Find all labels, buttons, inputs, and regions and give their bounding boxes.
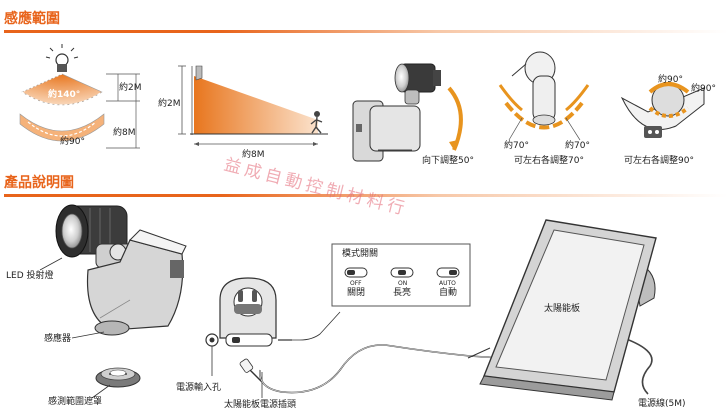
lr90-right-label: 約90° [691,84,716,94]
solar-panel-label: 太陽能板 [544,304,581,314]
angle-90-label: 約90° [60,137,85,147]
led-lamp-label: LED 投射燈 [6,271,54,281]
sensor-cover-leader [91,384,111,399]
sensing-range-title: 感應範圍 [4,11,60,27]
lamp-body-illustration [86,229,187,336]
mode-switch-toggles [344,267,460,278]
sensor-leader [71,331,105,339]
power-cable-line [259,344,501,394]
sensing-range-side-view [178,65,328,146]
product-diagram-title-bar [4,194,728,197]
height-2m-label-a: 約2M [119,83,142,93]
mode-off-label: 關閉 [347,288,366,298]
sensor-cover-illustration [95,367,141,388]
sensing-range-title-bar [4,30,728,33]
led-lamp-leader [39,257,63,271]
distance-8m-label-b: 約8M [242,150,265,160]
distance-8m-label-a: 約8M [113,128,136,138]
mode-switch-title: 模式開關 [342,249,379,259]
mode-on-label: 長亮 [393,288,412,298]
mode-off-top: OFF [350,280,362,287]
adjust-lr90-view [620,82,705,138]
lr70-left-label: 約70° [504,141,529,151]
power-cable-label: 電源線(5M) [638,399,686,409]
mode-switch-leader [278,311,341,341]
sensor-cover-label: 感測範圍遮罩 [48,397,103,407]
solar-plug-label: 太陽能板電源插頭 [224,400,297,410]
panel-cable-line [617,335,653,395]
lr70-right-label: 約70° [565,141,590,151]
lr90-caption: 可左右各調整90° [624,156,694,166]
lr90-left-label: 約90° [658,75,683,85]
adjust-lr70-view [498,51,590,141]
back-plate-illustration [205,277,292,383]
angle-140-label: 約140° [48,90,81,100]
sensor-label: 感應器 [44,334,72,344]
solar-panel-illustration [467,219,657,401]
lr70-caption: 可左右各調整70° [514,156,584,166]
height-2m-label-b: 約2M [158,99,181,109]
adjust-down-view [352,63,463,162]
mode-on-top: ON [398,280,408,287]
sensing-range-top-view [19,44,140,149]
mode-auto-top: AUTO [439,280,456,287]
product-diagram-title: 產品說明圖 [4,175,74,191]
power-input-label: 電源輸入孔 [176,383,222,393]
adjust-down-caption: 向下調整50° [422,156,474,166]
mode-auto-label: 自動 [439,288,458,298]
